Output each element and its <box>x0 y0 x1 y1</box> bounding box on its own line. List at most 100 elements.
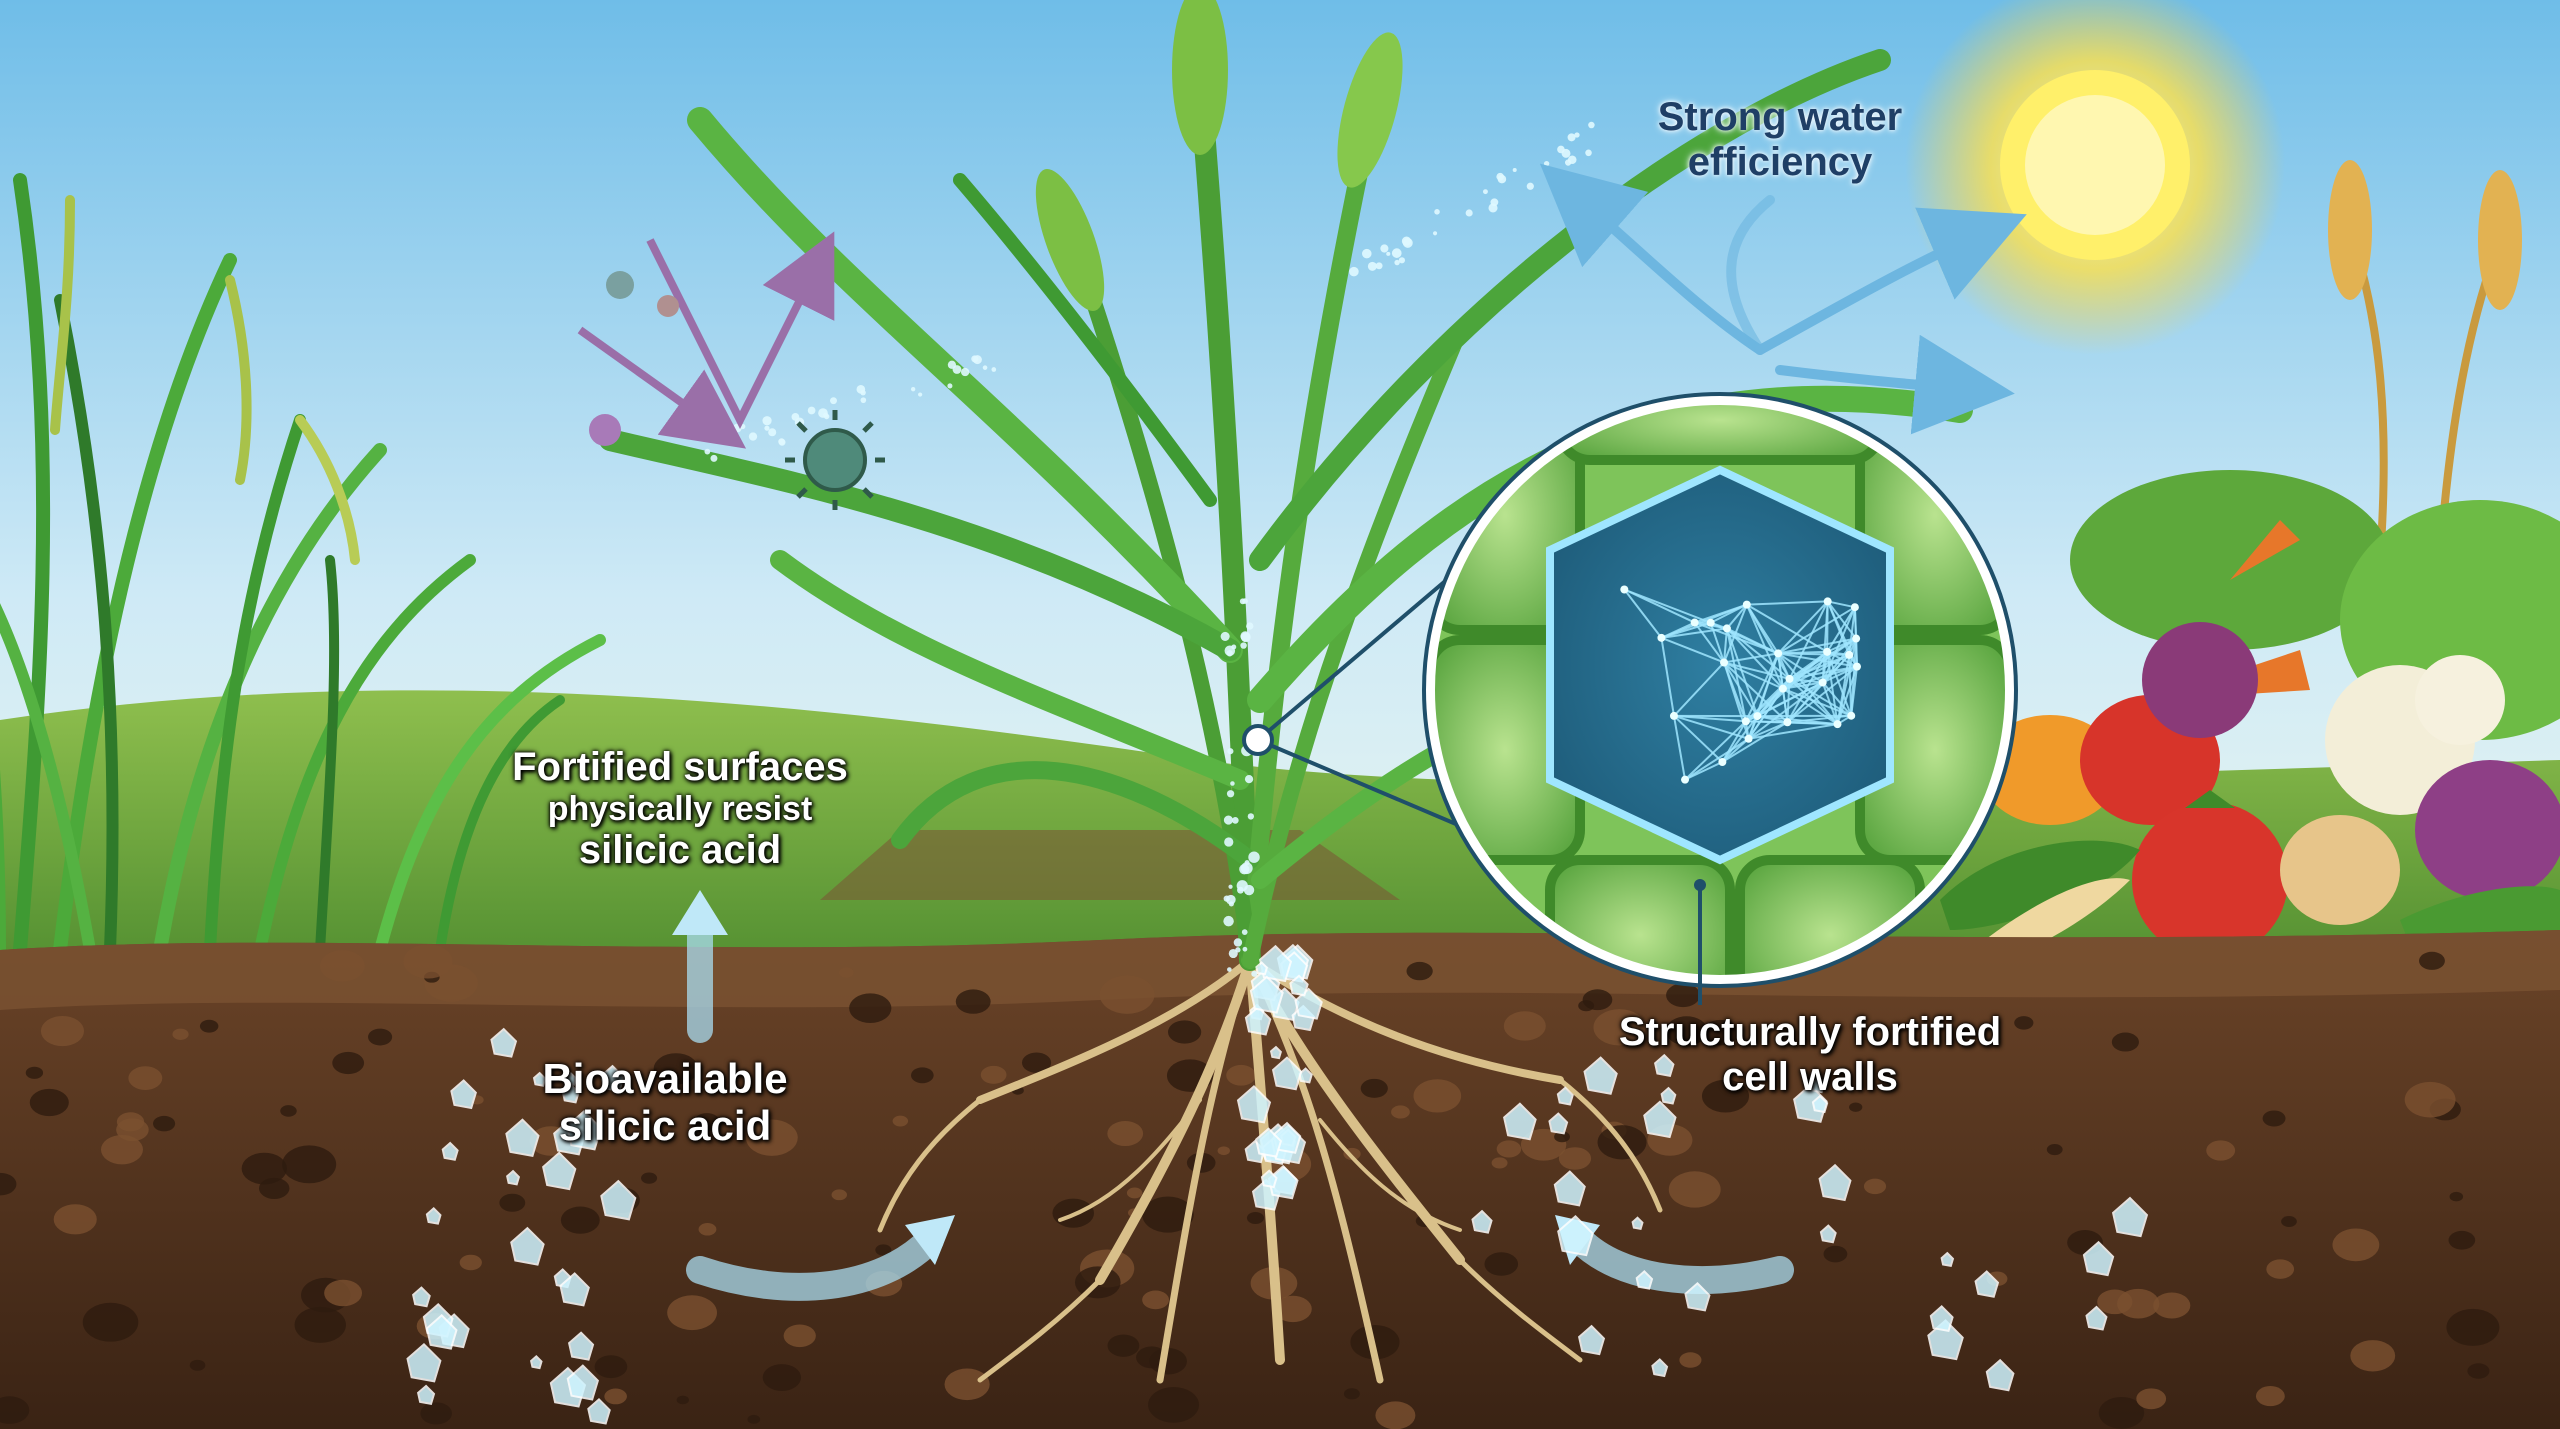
silica-crystal <box>1260 1169 1278 1189</box>
bioavailable-line2: silicic acid <box>558 1102 772 1150</box>
soil-clod <box>29 1088 69 1117</box>
network-node <box>1706 618 1715 627</box>
soil-clod <box>762 1364 802 1391</box>
silica-sparkle <box>1230 781 1235 786</box>
soil-clod <box>1375 1401 1416 1429</box>
silica-sparkle <box>1228 901 1234 907</box>
network-strand <box>1726 603 1748 630</box>
network-node <box>1720 658 1729 667</box>
silica-crystal <box>1577 1324 1606 1356</box>
soil-clod <box>1406 961 1433 981</box>
soil-clod <box>2255 1385 2285 1407</box>
silica-crystal <box>566 1364 599 1401</box>
silica-crystal <box>567 1331 595 1361</box>
silica-sparkle <box>1349 266 1359 277</box>
network-node <box>1845 650 1854 659</box>
soil-clod <box>1226 1064 1256 1086</box>
soil-clod <box>747 1414 761 1424</box>
silica-sparkle <box>991 367 997 372</box>
network-node <box>1823 647 1832 656</box>
soil-clod <box>1107 1120 1144 1147</box>
soil-clod <box>101 1134 143 1165</box>
soil-clod <box>2153 1292 2191 1319</box>
network-strand <box>1673 714 1749 740</box>
silica-sparkle <box>1512 167 1517 173</box>
soil-clod <box>2446 1308 2500 1346</box>
silica-sparkle <box>778 438 786 446</box>
soil-clod <box>2467 1363 2490 1379</box>
silica-sparkle <box>1367 261 1377 271</box>
network-strand <box>1684 737 1750 781</box>
network-strand <box>1777 652 1824 684</box>
water-efficiency-arrows <box>1539 163 2027 435</box>
soil-clod <box>1107 1334 1140 1357</box>
soil-clod <box>2098 1396 2145 1429</box>
network-strand <box>1661 621 1696 639</box>
silica-sparkle <box>1239 864 1250 875</box>
silica-crystal <box>506 1169 521 1186</box>
soil-clod <box>1666 983 1701 1008</box>
network-strand <box>1623 588 1696 624</box>
silica-crystal <box>1269 1045 1282 1060</box>
silica-sparkle <box>1228 948 1238 959</box>
soil-clod <box>1142 1290 1170 1310</box>
soil-clod <box>693 1113 720 1132</box>
silica-crystal <box>587 1398 611 1425</box>
silica-crystal <box>1635 1270 1654 1290</box>
network-node <box>1744 734 1753 743</box>
silica-sparkle <box>1233 938 1243 947</box>
network-node <box>1852 662 1861 671</box>
soil-clod <box>189 1359 206 1371</box>
water-line1: Strong water <box>1657 95 1903 139</box>
network-node <box>1852 634 1861 643</box>
silica-sparkle <box>860 389 866 396</box>
silica-sparkle <box>1375 262 1383 270</box>
silica-crystal <box>450 1079 477 1110</box>
silica-sparkle <box>1224 837 1234 847</box>
soil-clod <box>667 1295 717 1331</box>
network-strand <box>1745 604 1784 690</box>
soil-clod <box>0 1396 30 1424</box>
soil-clod <box>153 1115 176 1132</box>
silica-sparkle <box>768 428 777 437</box>
silica-crystal <box>1929 1305 1954 1333</box>
silica-sparkle <box>830 397 837 405</box>
network-strand <box>1726 627 1791 680</box>
silica-sparkle <box>1241 929 1248 935</box>
silica-sparkle <box>1246 622 1254 630</box>
soil-clod <box>594 1355 628 1379</box>
silica-crystal <box>2111 1196 2149 1238</box>
network-strand <box>1721 720 1747 763</box>
network-strand <box>1778 652 1850 656</box>
network-strand <box>1723 628 1728 663</box>
network-strand <box>1788 600 1829 680</box>
soil-clod <box>40 1015 85 1047</box>
fortified-line3: silicic acid <box>578 827 782 872</box>
cell-walls-line2: cell walls <box>1722 1054 1898 1099</box>
soil-clod <box>1099 975 1155 1014</box>
silica-sparkle <box>1465 209 1473 217</box>
soil-clod <box>944 1368 990 1401</box>
network-strand <box>1723 661 1759 717</box>
soil-clods <box>0 944 2500 1429</box>
soil-clod <box>280 1105 297 1117</box>
soil-clod <box>1668 1171 1721 1208</box>
silica-sparkle <box>1223 815 1234 825</box>
silica-sparkle <box>1543 160 1550 167</box>
soil-clod <box>1554 1131 1570 1143</box>
fortified-line1: Fortified surfaces <box>512 745 848 789</box>
silica-network-cell <box>1546 465 1894 865</box>
silica-crystal <box>1583 1056 1618 1095</box>
soil-clod <box>1217 1146 1230 1156</box>
soil-clod <box>2262 1110 2286 1127</box>
network-strand <box>1723 661 1789 723</box>
silica-sparkle <box>818 408 828 418</box>
network-strand <box>1721 715 1759 763</box>
silica-sparkle <box>1386 251 1391 256</box>
silica-crystal <box>441 1141 459 1161</box>
silica-crystal <box>425 1314 458 1350</box>
uptake-arrows <box>672 890 1794 1301</box>
network-strand <box>1721 721 1788 763</box>
soil-clod <box>2419 951 2445 970</box>
microbe-icon <box>606 271 634 299</box>
